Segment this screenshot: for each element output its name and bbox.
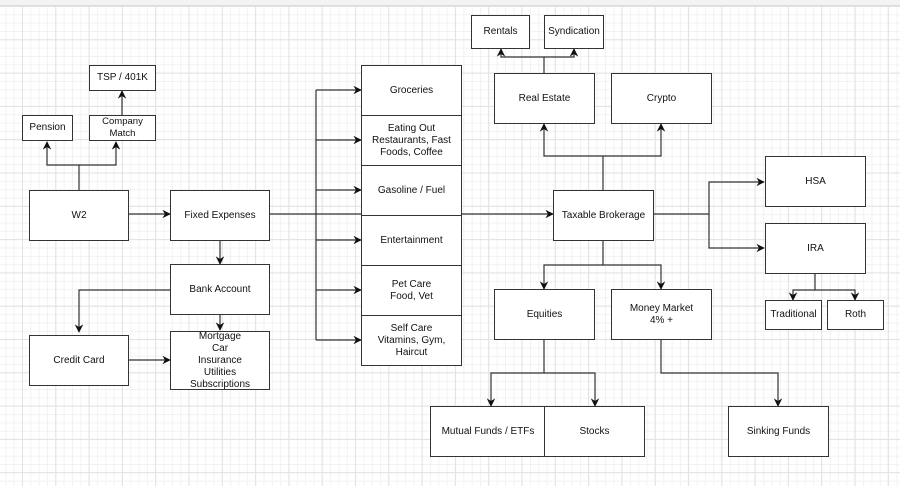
edge-mm-sinking xyxy=(660,340,783,407)
node-entertainment[interactable]: Entertainment xyxy=(361,215,462,266)
node-tsp-401k[interactable]: TSP / 401K xyxy=(89,65,156,91)
node-pet-care[interactable]: Pet Care Food, Vet xyxy=(361,265,462,316)
edge-ira-roth xyxy=(815,289,860,301)
edge-equities-stocks xyxy=(544,372,600,407)
node-ira[interactable]: IRA xyxy=(765,223,866,274)
edge-re-rentals xyxy=(496,48,545,74)
edge-brokerage-crypto xyxy=(603,123,666,157)
node-crypto[interactable]: Crypto xyxy=(611,73,712,124)
node-bank-account[interactable]: Bank Account xyxy=(170,264,270,315)
node-rentals[interactable]: Rentals xyxy=(471,15,530,49)
node-mutual-funds-etfs[interactable]: Mutual Funds / ETFs xyxy=(430,406,546,457)
node-taxable-brokerage[interactable]: Taxable Brokerage xyxy=(553,190,654,241)
node-gasoline[interactable]: Gasoline / Fuel xyxy=(361,165,462,216)
edge-w2-pension xyxy=(42,141,80,190)
edge-ira-traditional xyxy=(788,273,816,301)
node-pension[interactable]: Pension xyxy=(22,115,73,141)
node-self-care[interactable]: Self Care Vitamins, Gym, Haircut xyxy=(361,315,462,366)
node-sinking-funds[interactable]: Sinking Funds xyxy=(728,406,829,457)
top-toolbar-strip xyxy=(0,0,900,6)
node-company-match[interactable]: Company Match xyxy=(89,115,156,141)
node-hsa[interactable]: HSA xyxy=(765,156,866,207)
edge-bank-credit xyxy=(74,289,170,333)
node-bills[interactable]: Mortgage Car Insurance Utilities Subscri… xyxy=(170,331,270,390)
edge-w2-company-match xyxy=(79,141,121,166)
node-equities[interactable]: Equities xyxy=(494,289,595,340)
edge-equities-mf xyxy=(486,340,545,407)
edge-brokerage-realestate xyxy=(539,123,604,190)
node-syndication[interactable]: Syndication xyxy=(544,15,604,49)
edge-brokerage-ira xyxy=(708,214,765,253)
node-stocks[interactable]: Stocks xyxy=(544,406,645,457)
node-traditional[interactable]: Traditional xyxy=(765,300,822,330)
node-real-estate[interactable]: Real Estate xyxy=(494,73,595,124)
edge-brokerage-hsa xyxy=(653,177,765,215)
edge-re-syndication xyxy=(544,48,579,58)
node-groceries[interactable]: Groceries xyxy=(361,65,462,116)
node-eating-out[interactable]: Eating Out Restaurants, Fast Foods, Coff… xyxy=(361,115,462,166)
node-w2[interactable]: W2 xyxy=(29,190,129,241)
node-roth[interactable]: Roth xyxy=(827,300,884,330)
edge-brokerage-moneymarket xyxy=(603,264,666,290)
node-credit-card[interactable]: Credit Card xyxy=(29,335,129,386)
node-fixed-expenses[interactable]: Fixed Expenses xyxy=(170,190,270,241)
edge-brokerage-equities xyxy=(539,240,604,290)
node-money-market[interactable]: Money Market 4% + xyxy=(611,289,712,340)
